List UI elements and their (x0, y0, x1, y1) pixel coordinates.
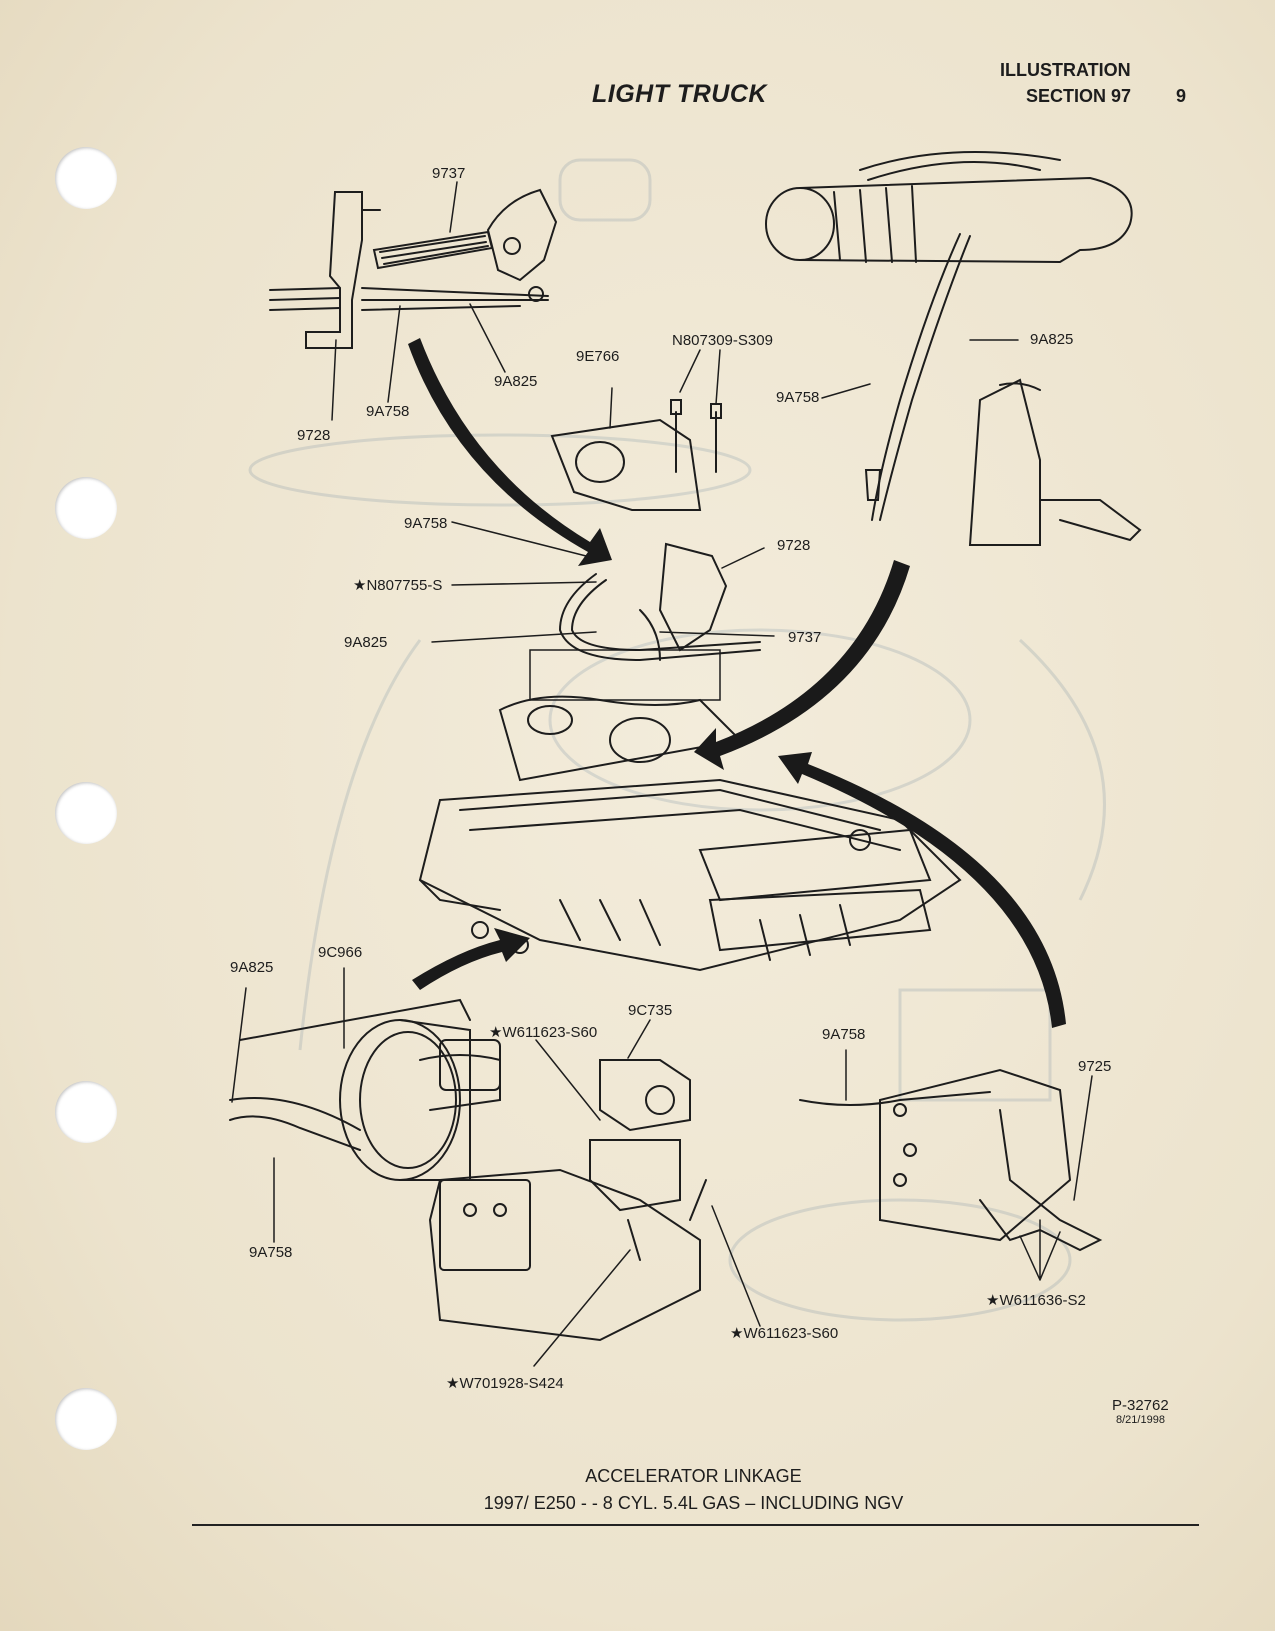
callout-n807309-s309: N807309-S309 (672, 332, 773, 349)
section-label: SECTION 97 (1026, 86, 1132, 106)
page-number: 9 (1176, 86, 1187, 106)
leader-lines (231, 181, 1093, 1367)
pointer-arrows (408, 338, 1066, 1028)
bleed-through-artwork (248, 158, 1106, 1322)
callout-w611623-s60-lower: ★W611623-S60 (730, 1325, 839, 1342)
engine (418, 649, 962, 972)
pedal-assembly (799, 1068, 1103, 1252)
binder-hole (55, 782, 117, 844)
callout-9737: 9737 (432, 165, 466, 182)
callout-9a758-lowright: 9A758 (822, 1026, 866, 1043)
air-intake-detail (765, 151, 1142, 546)
callout-w611623-s60-upper: ★W611623-S60 (489, 1024, 598, 1041)
callout-n807755-s: ★N807755-S (353, 577, 443, 594)
callout-w611636-s2: ★W611636-S2 (986, 1292, 1086, 1309)
figure-reference-code: P-32762 (1112, 1397, 1169, 1414)
binder-hole (55, 477, 117, 539)
callout-9725: 9725 (1078, 1058, 1112, 1075)
bracket-detail (269, 188, 558, 349)
footer-rule (192, 1524, 1199, 1526)
shield-and-bracket (550, 399, 761, 662)
callout-9a758-mid: 9A758 (404, 515, 448, 532)
illustration-label: ILLUSTRATION (1000, 60, 1131, 80)
callout-w701928-s424: ★W701928-S424 (446, 1375, 564, 1392)
callout-9a825: 9A825 (494, 373, 538, 390)
callout-9728-mid: 9728 (777, 537, 811, 554)
page-title: LIGHT TRUCK (592, 80, 767, 108)
callout-9737-mid: 9737 (788, 629, 822, 646)
callout-9a758: 9A758 (366, 403, 410, 420)
callout-9a758-right: 9A758 (776, 389, 820, 406)
caption-subtitle: 1997/ E250 - - 8 CYL. 5.4L GAS – INCLUDI… (483, 1493, 904, 1513)
binder-hole (55, 1081, 117, 1143)
line-art (229, 151, 1142, 1367)
callout-9a825-low: 9A825 (230, 959, 274, 976)
callout-9e766: 9E766 (576, 348, 620, 365)
brake-booster-area (229, 998, 707, 1342)
binder-hole (55, 1388, 117, 1450)
callout-9728: 9728 (297, 427, 331, 444)
callout-9c966: 9C966 (318, 944, 363, 961)
callout-9a825-mid: 9A825 (344, 634, 388, 651)
figure-reference-date: 8/21/1998 (1116, 1414, 1165, 1426)
callout-9a758-lowleft: 9A758 (249, 1244, 293, 1261)
callout-9a825-right: 9A825 (1030, 331, 1074, 348)
caption-title: ACCELERATOR LINKAGE (585, 1466, 802, 1486)
callout-9c735: 9C735 (628, 1002, 673, 1019)
binder-hole (55, 147, 117, 209)
